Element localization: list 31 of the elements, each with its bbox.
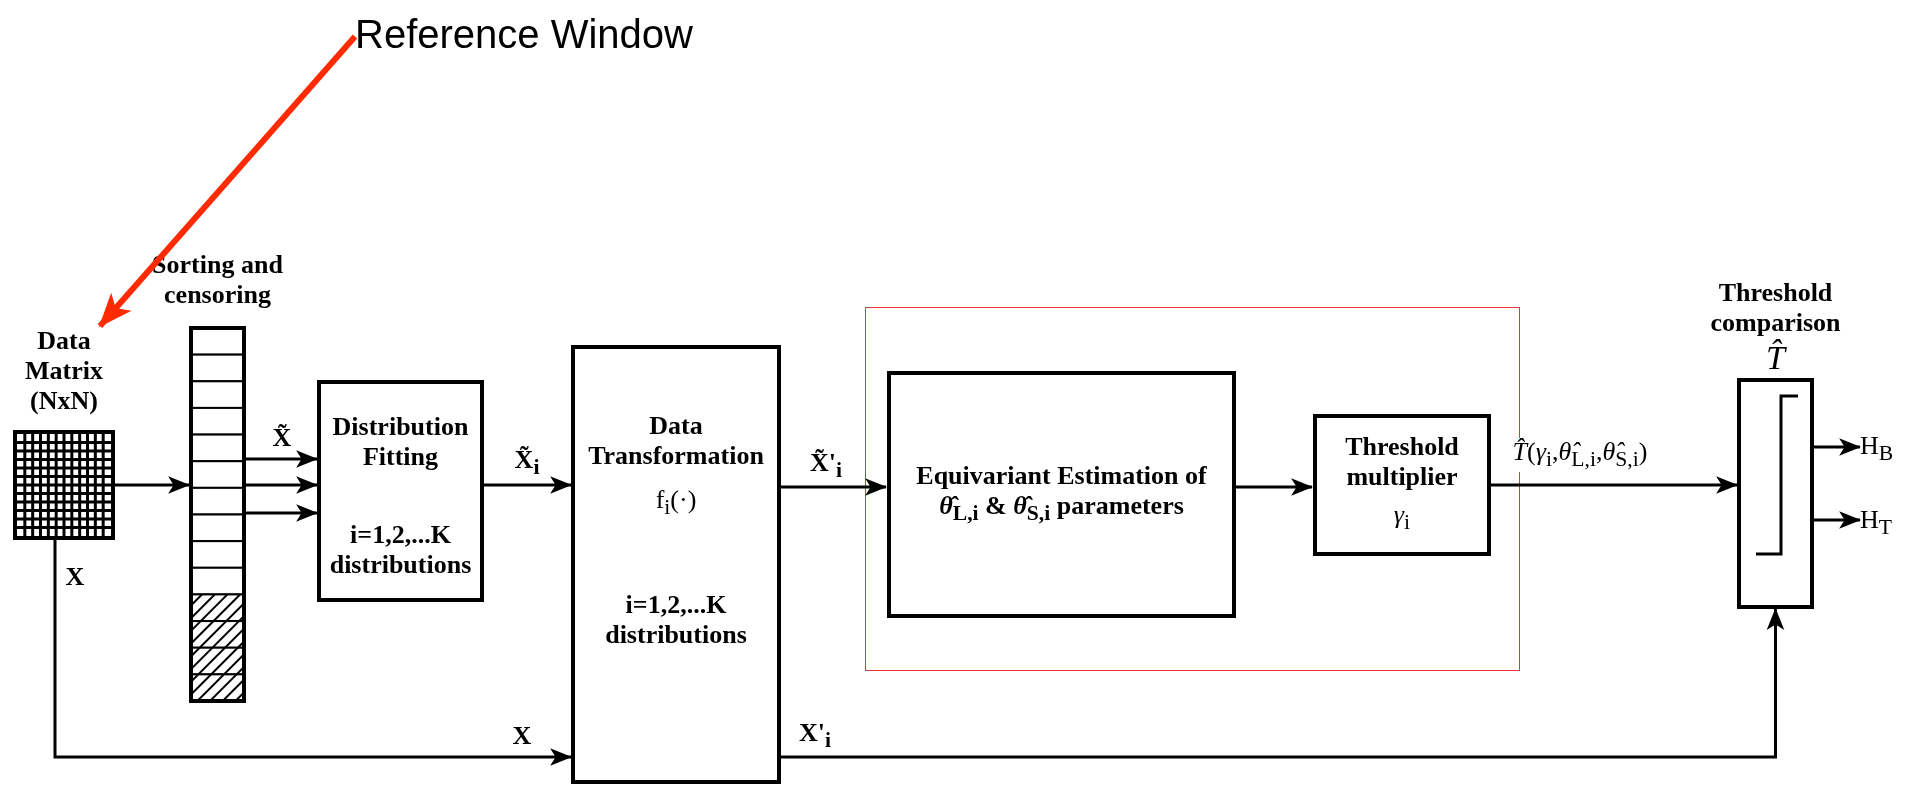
annotation-text: Reference Window [355,8,750,60]
process-box [887,371,1236,618]
node-heading: Data Matrix (NxN) [24,326,104,416]
arrow [781,478,888,496]
box-sublabel: i=1,2,...K distributions [604,589,748,650]
arrow [781,607,1785,759]
node-heading: Threshold comparison [1709,278,1842,338]
arrow [246,476,319,494]
symbol-label: T̂ [1766,340,1785,376]
arrow [53,540,573,766]
process-box [1313,414,1491,556]
arrow [1490,476,1739,494]
process-box [571,345,781,784]
box-label: Data Transformation [587,411,765,471]
output-label: H$_{T}$ [1860,502,1912,538]
output-label: H$_{B}$ [1860,428,1912,464]
box-sublabel: i=1,2,...K distributions [328,519,473,580]
arrow [484,476,573,494]
box-label: Equivariant Estimation of θ̂$_{L,i}$ & θ̂$_{S,i}$ parameters [915,461,1208,526]
box-sublabel: f$_{i}$(·) [654,484,698,520]
arrow [1814,438,1862,456]
box-sublabel: γ$_{i}$ [1392,499,1412,535]
process-box [317,380,484,602]
arrow [246,450,319,468]
box-label: Threshold multiplier [1344,432,1460,492]
arrow [1235,478,1314,496]
pointer-arrow [97,34,358,328]
arrow [1814,511,1862,529]
box-label: Distribution Fitting [331,412,470,472]
arrow [246,504,319,522]
arrow [115,476,191,494]
